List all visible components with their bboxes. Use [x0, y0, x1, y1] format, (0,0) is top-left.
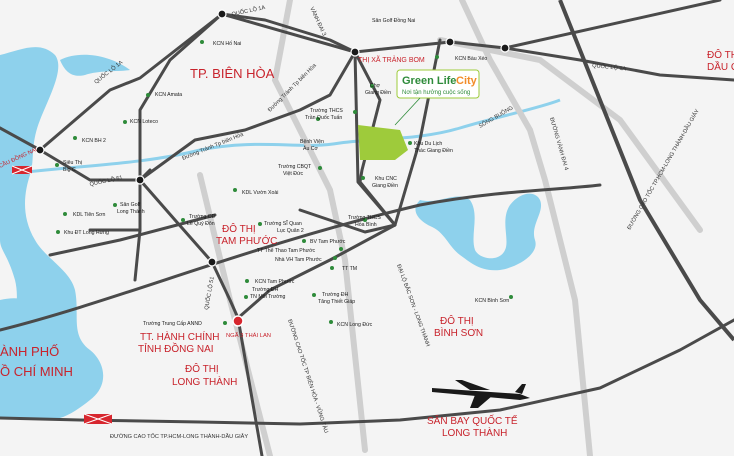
expressway — [558, 0, 734, 342]
place-dh-ttg-1: Trường ĐH — [322, 292, 349, 298]
place-nha-vh: Nhà VH Tam Phước — [275, 257, 322, 263]
place-dh-tnmt-1: Trường ĐH — [252, 287, 279, 293]
place-san-golf-dong-nai: Sân Golf Đồng Nai — [372, 18, 415, 24]
label-bien-hoa: TP. BIÊN HÒA — [190, 66, 275, 81]
label-tt-hanh-chinh-2: TỈNH ĐỒNG NAI — [138, 342, 214, 355]
place-dh-ttg-2: Tăng Thiết Giáp — [318, 299, 355, 305]
road-cao-toc-bottom: ĐƯỜNG CAO TỐC TP.HCM-LONG THÀNH-DẦU GIÂY — [110, 433, 248, 440]
label-do-thi-long-thanh-1: ĐÔ THỊ — [185, 362, 219, 375]
river-branch — [0, 98, 561, 177]
place-kcn-bh2: KCN BH 2 — [82, 138, 106, 144]
place-kcn-tam-phuoc: KCN Tam Phước — [255, 279, 295, 285]
logo-tagline: Nơi tận hưởng cuộc sống — [402, 89, 470, 96]
place-kcn-long-duc: KCN Long Đức — [337, 322, 373, 328]
label-dau-giay-2: DẦU GI — [707, 60, 734, 73]
label-dau-giay-1: ĐÔ TH — [707, 48, 734, 61]
place-dh-tnmt-2: TN Môi Trường — [250, 294, 286, 300]
logo-brand-green: Green Life — [402, 75, 456, 87]
place-bv-au-co-1: Bệnh Viện — [300, 139, 324, 145]
label-hcm-1: ÀNH PHỐ — [0, 344, 59, 359]
airplane-icon — [432, 380, 530, 408]
label-tt-hanh-chinh-1: TT. HÀNH CHÍNH — [140, 330, 219, 343]
lake — [415, 193, 542, 271]
label-do-thi-long-thanh-2: LONG THÀNH — [172, 375, 237, 388]
place-cd-lqd-1: Trường CĐ — [189, 214, 216, 220]
place-kcn-amata: KCN Amata — [155, 92, 182, 98]
place-kcn-binh-son: KCN Bình Sơn — [475, 298, 509, 304]
place-cd-lqd-2: Lê Quý Đôn — [187, 221, 215, 227]
place-golf-lt-2: Long Thành — [117, 209, 145, 215]
place-tt-the-thao: TT Thể Thao Tam Phước — [257, 247, 316, 254]
place-khu-dt-lh: Khu ĐT Long Hưng — [64, 230, 109, 236]
green-life-city-project-area — [358, 125, 408, 160]
place-khu-dl-2: Thác Giang Điền — [414, 148, 453, 154]
logo-brand-orange: City — [456, 75, 478, 87]
bridge-dong-nai — [11, 165, 33, 175]
road-ql1a-right: QUỐC LỘ 1A — [592, 62, 627, 73]
place-cho-gd-2: Giang Điền — [365, 90, 391, 96]
label-san-bay-2: LONG THÀNH — [442, 426, 507, 439]
place-kcn-cnc-2: Giang Điền — [372, 183, 398, 189]
label-do-thi-tam-phuoc-2: TAM PHƯỚC — [216, 234, 277, 247]
place-kcn-cnc-1: Khu CNC — [375, 176, 397, 182]
place-thcs-hb-2: Hòa Bình — [355, 222, 377, 228]
label-san-bay-1: SÂN BAY QUỐC TẾ — [427, 413, 518, 427]
place-sieu-thi-2: Big C — [63, 167, 76, 173]
place-cho-gd-1: Chợ — [370, 83, 381, 89]
place-golf-lt-1: Sân Golf — [120, 202, 141, 208]
label-nga3-thai-lan: NGÃ 3 THÁI LAN — [226, 332, 271, 339]
label-do-thi-binh-son-1: ĐÔ THỊ — [440, 314, 474, 327]
place-sieu-thi-1: Siêu Thị — [63, 160, 82, 166]
poi-dots — [55, 40, 513, 325]
place-kcn-bau-xeo: KCN Bàu Xéo — [455, 56, 487, 62]
place-bv-tam-phuoc: BV Tam Phước — [310, 239, 346, 245]
place-tt-tm: TT TM — [342, 266, 357, 272]
place-sq-lq2-2: Lục Quân 2 — [277, 228, 304, 234]
label-hcm-2: Ồ CHÍ MINH — [0, 364, 73, 379]
bridge-long-thanh — [83, 413, 113, 425]
place-kcn-ho-nai: KCN Hố Nai — [213, 41, 241, 47]
place-kdl-tien-son: KDL Tiên Sơn — [73, 212, 105, 218]
place-cbqt-1: Trường CBQT — [278, 164, 312, 170]
junction-nodes — [35, 9, 510, 267]
place-khu-dl-1: Khu Du Lịch — [414, 141, 442, 147]
green-life-city-logo: Green Life City Nơi tận hưởng cuộc sống — [394, 69, 480, 126]
city-labels: TP. BIÊN HÒA THỊ XÃ TRẢNG BOM ĐÔ THỊ TAM… — [0, 48, 734, 439]
place-sq-lq2-1: Trường SĨ Quan — [264, 220, 302, 227]
place-cbqt-2: Việt Đức — [283, 171, 304, 177]
place-thcs-tqt-2: Trần Quốc Tuấn — [305, 115, 342, 121]
label-trang-bom: THỊ XÃ TRẢNG BOM — [358, 55, 425, 64]
label-do-thi-binh-son-2: BÌNH SƠN — [434, 326, 483, 339]
place-kcn-loteco: KCN Loteco — [130, 119, 158, 125]
place-trung-cap-annd: Trường Trung Cấp ANND — [143, 321, 202, 327]
marker-nga3-thai-lan — [232, 315, 244, 327]
place-kdl-vuon-xoai: KDL Vườn Xoài — [242, 190, 278, 196]
label-do-thi-tam-phuoc-1: ĐÔ THỊ — [222, 222, 256, 235]
place-bv-au-co-2: Âu Cơ — [303, 145, 319, 152]
place-thcs-tqt-1: Trường THCS — [310, 108, 343, 114]
place-thcs-hb-1: Trường THCS — [348, 215, 381, 221]
place-labels: Sân Golf Đồng Nai KCN Hố Nai KCN Bàu Xéo… — [63, 18, 509, 328]
